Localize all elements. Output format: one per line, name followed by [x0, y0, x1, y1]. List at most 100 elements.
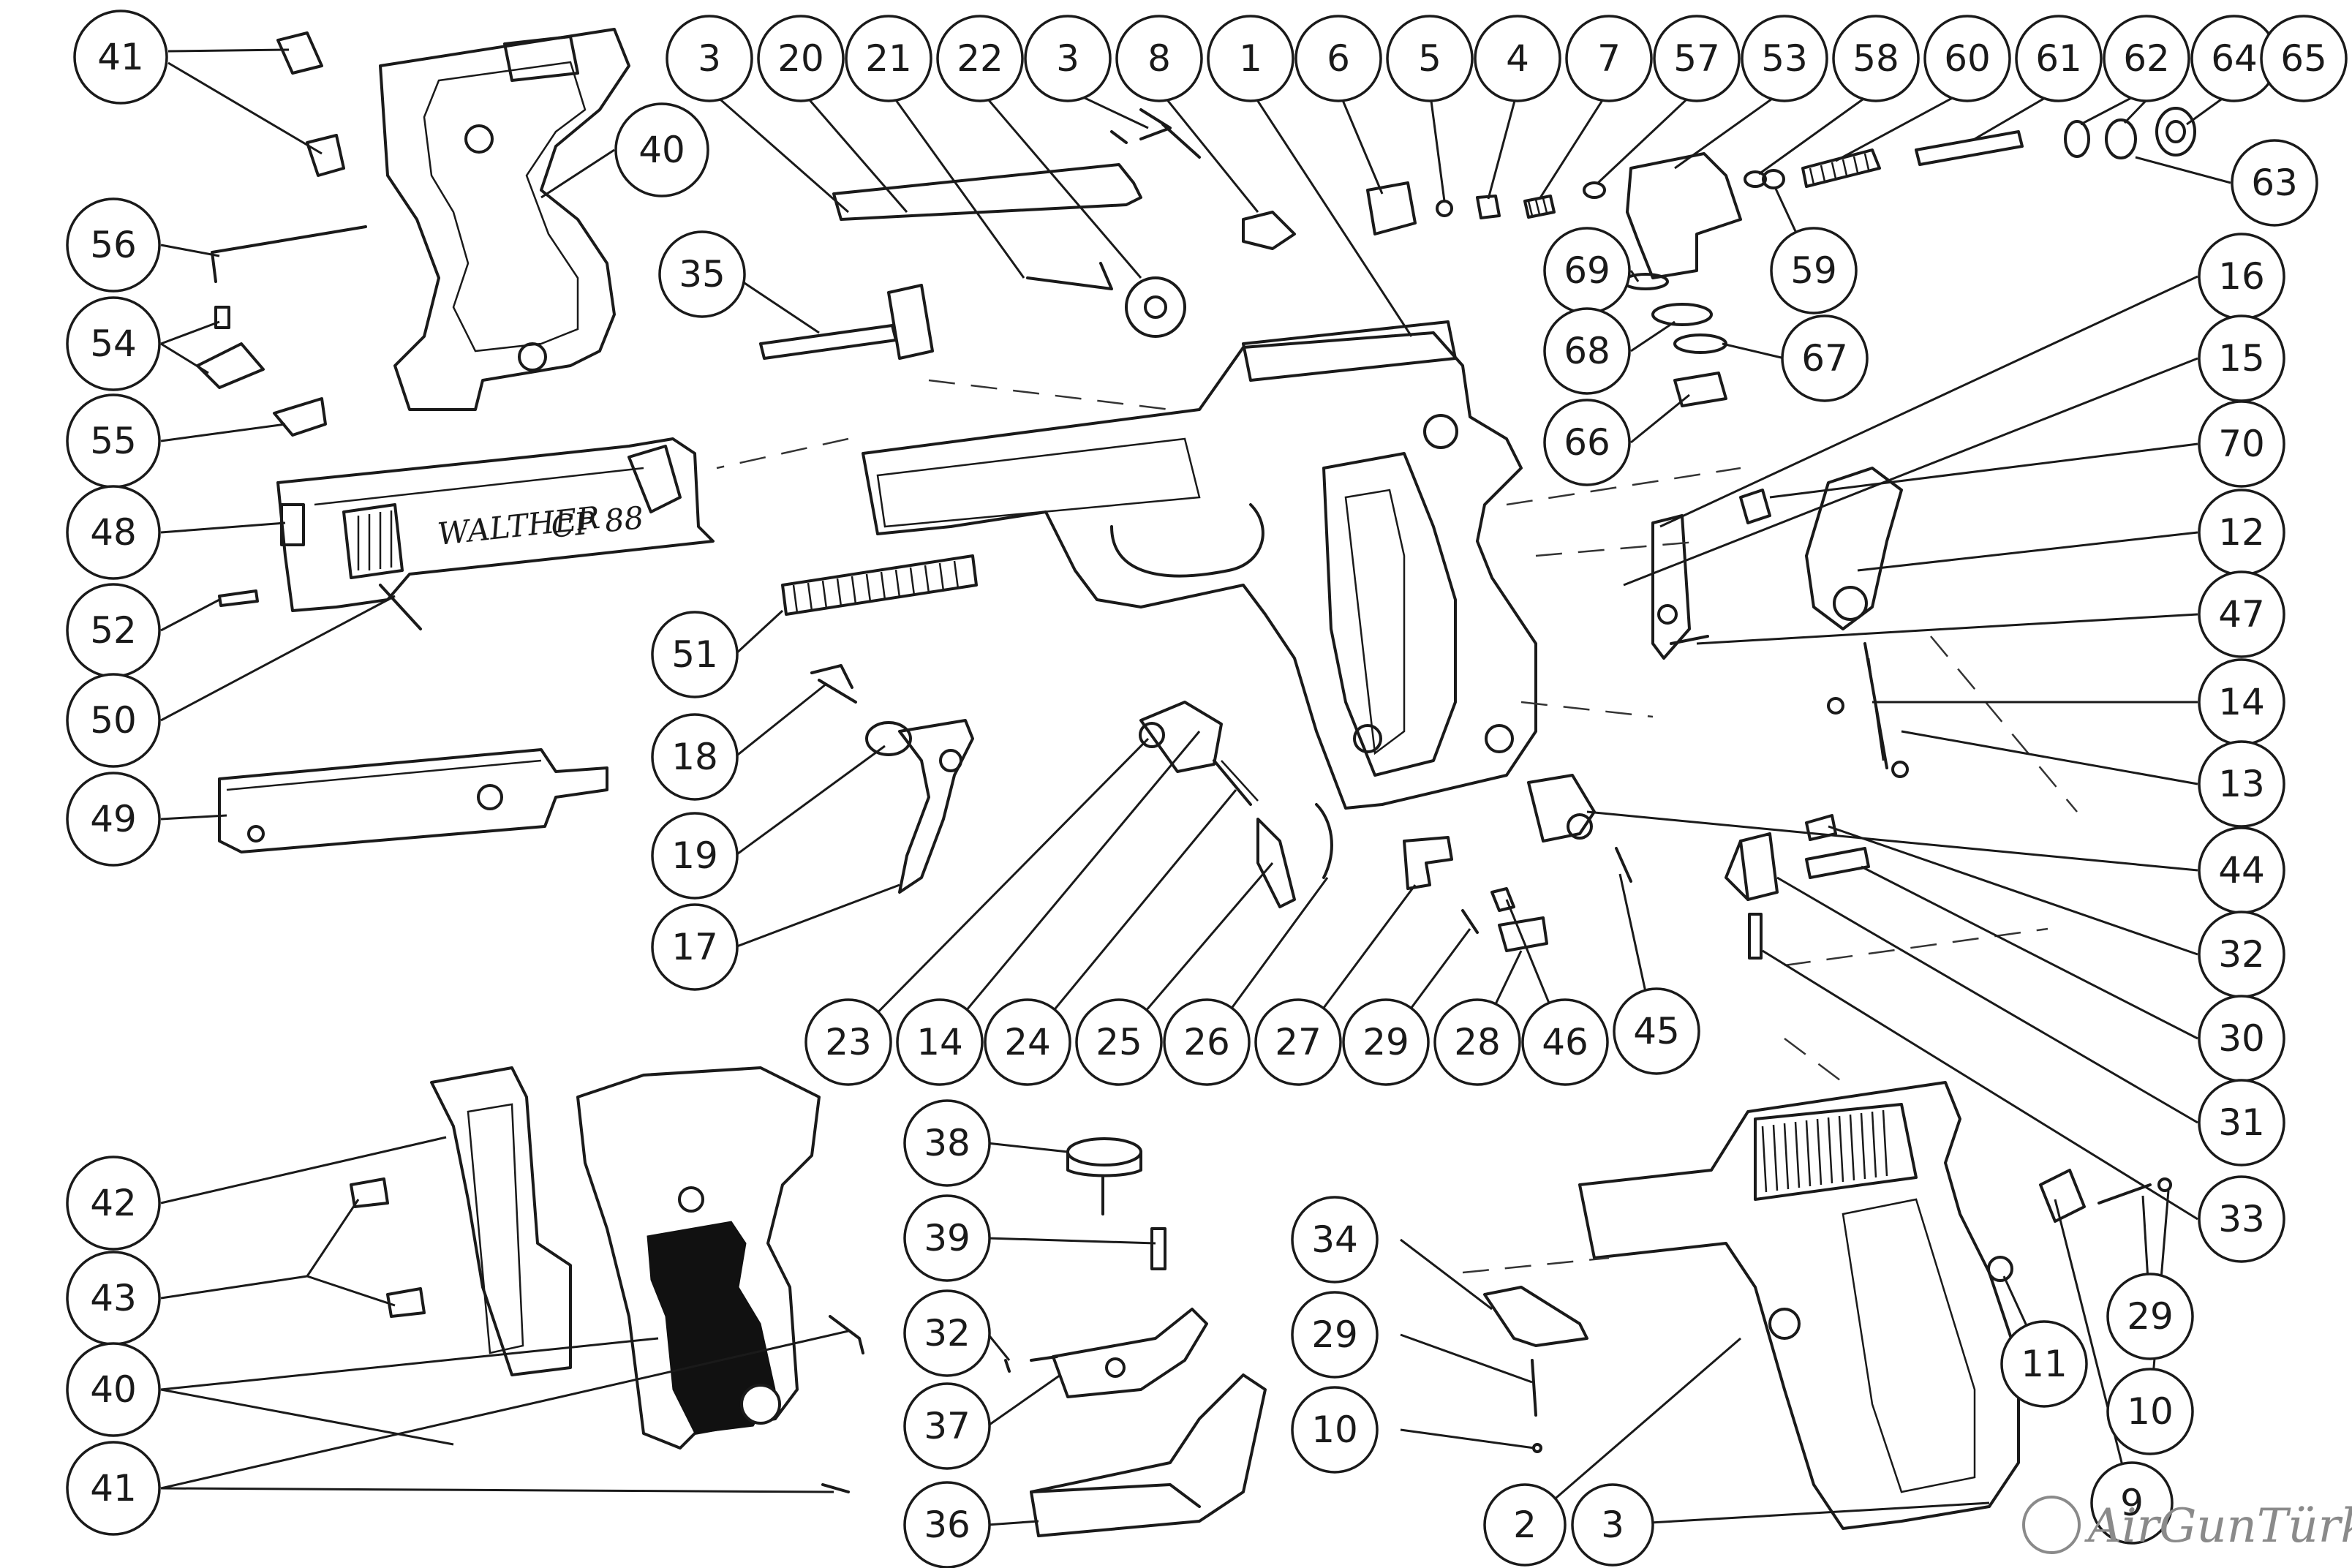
callout-57: 57 — [1653, 15, 1741, 102]
svg-text:8: 8 — [1147, 37, 1171, 80]
svg-text:32: 32 — [2218, 933, 2265, 976]
callout-19: 19 — [651, 812, 739, 900]
svg-text:48: 48 — [90, 511, 137, 554]
callout-14: 14 — [2198, 658, 2285, 746]
callout-54: 54 — [66, 296, 161, 391]
callout-20: 20 — [757, 15, 845, 102]
callout-32: 32 — [2198, 911, 2285, 998]
callout-4: 4 — [1474, 15, 1561, 102]
svg-text:51: 51 — [671, 633, 718, 676]
callout-15: 15 — [2198, 314, 2285, 402]
svg-text:40: 40 — [638, 129, 685, 171]
callout-30: 30 — [2198, 995, 2285, 1082]
watermark-logo-icon — [2022, 1496, 2081, 1554]
svg-text:68: 68 — [1564, 330, 1610, 372]
callout-70: 70 — [2198, 400, 2285, 488]
callout-55: 55 — [66, 393, 161, 489]
svg-text:62: 62 — [2123, 37, 2170, 80]
svg-text:41: 41 — [90, 1467, 137, 1509]
top-rods — [832, 108, 1296, 338]
watermark-text: AirGunTürk — [2084, 1499, 2352, 1553]
svg-text:12: 12 — [2218, 511, 2265, 554]
callout-43: 43 — [66, 1251, 161, 1346]
svg-text:10: 10 — [2127, 1390, 2174, 1433]
callout-11: 11 — [2000, 1320, 2088, 1408]
svg-text:2: 2 — [1513, 1504, 1537, 1546]
part-drawings: WALTHER CP 88 — [196, 28, 2196, 1537]
svg-text:22: 22 — [957, 37, 1003, 80]
callout-35: 35 — [658, 230, 746, 318]
callout-63: 63 — [2231, 139, 2318, 227]
svg-text:46: 46 — [1542, 1021, 1588, 1063]
svg-text:9: 9 — [2120, 1482, 2144, 1524]
svg-text:7: 7 — [1597, 37, 1621, 80]
svg-text:69: 69 — [1564, 249, 1610, 292]
svg-text:38: 38 — [924, 1122, 970, 1164]
svg-text:34: 34 — [1311, 1218, 1358, 1261]
svg-text:14: 14 — [916, 1021, 963, 1063]
svg-text:26: 26 — [1183, 1021, 1230, 1063]
callout-32: 32 — [903, 1289, 991, 1377]
callout-22: 22 — [936, 15, 1024, 102]
callout-23: 23 — [804, 998, 892, 1086]
callout-group: 41 56 54 55 48 52 50 49 40 3 20 21 22 3 … — [66, 10, 2348, 1568]
callout-56: 56 — [66, 197, 161, 293]
callout-47: 47 — [2198, 570, 2285, 658]
assembly-guides — [716, 379, 2078, 1274]
trigger-group — [810, 664, 974, 894]
callout-39: 39 — [903, 1194, 991, 1282]
callout-53: 53 — [1741, 15, 1828, 102]
svg-text:3: 3 — [1056, 37, 1079, 80]
callout-52: 52 — [66, 583, 161, 678]
svg-text:59: 59 — [1790, 249, 1837, 292]
callout-51: 51 — [651, 611, 739, 698]
svg-text:61: 61 — [2035, 37, 2082, 80]
callout-29: 29 — [2106, 1273, 2194, 1360]
callout-3: 3 — [1024, 15, 1112, 102]
svg-text:66: 66 — [1564, 421, 1610, 464]
guide-rod — [759, 284, 934, 360]
grip-panel-right — [379, 28, 630, 411]
recoil-spring — [781, 554, 978, 616]
callout-31: 31 — [2198, 1079, 2285, 1166]
callout-28: 28 — [1433, 998, 1521, 1086]
callout-34: 34 — [1291, 1196, 1379, 1284]
main-frame — [862, 320, 1537, 810]
hammer-group — [1651, 467, 1909, 778]
callout-68: 68 — [1543, 307, 1631, 395]
svg-text:19: 19 — [671, 834, 718, 877]
callout-8: 8 — [1115, 15, 1203, 102]
callout-29: 29 — [1342, 998, 1430, 1086]
callout-46: 46 — [1521, 998, 1609, 1086]
callout-21: 21 — [845, 15, 932, 102]
svg-text:58: 58 — [1852, 37, 1899, 80]
callout-42: 42 — [66, 1156, 161, 1251]
callout-29: 29 — [1291, 1291, 1379, 1379]
svg-text:43: 43 — [90, 1277, 137, 1319]
svg-text:36: 36 — [924, 1504, 970, 1546]
svg-text:14: 14 — [2218, 681, 2265, 723]
callout-10: 10 — [1291, 1386, 1379, 1474]
callout-7: 7 — [1565, 15, 1653, 102]
svg-text:47: 47 — [2218, 593, 2265, 636]
svg-text:35: 35 — [679, 253, 725, 295]
rear-sight — [196, 306, 327, 437]
callout-66: 66 — [1543, 399, 1631, 486]
svg-text:39: 39 — [924, 1217, 970, 1259]
sear-group — [1139, 701, 1333, 908]
svg-text:4: 4 — [1506, 37, 1529, 80]
grip-screws — [276, 31, 345, 177]
svg-text:41: 41 — [97, 36, 144, 78]
callout-64: 64 — [2190, 15, 2278, 102]
svg-text:65: 65 — [2280, 37, 2327, 80]
svg-text:20: 20 — [777, 37, 824, 80]
svg-text:37: 37 — [924, 1405, 970, 1447]
callout-1: 1 — [1207, 15, 1294, 102]
svg-text:40: 40 — [90, 1368, 137, 1411]
slide: WALTHER CP 88 — [276, 437, 715, 612]
callout-5: 5 — [1386, 15, 1474, 102]
callout-13: 13 — [2198, 740, 2285, 828]
callout-10: 10 — [2106, 1368, 2194, 1455]
callout-33: 33 — [2198, 1175, 2285, 1263]
valve-seals — [1622, 273, 1727, 407]
